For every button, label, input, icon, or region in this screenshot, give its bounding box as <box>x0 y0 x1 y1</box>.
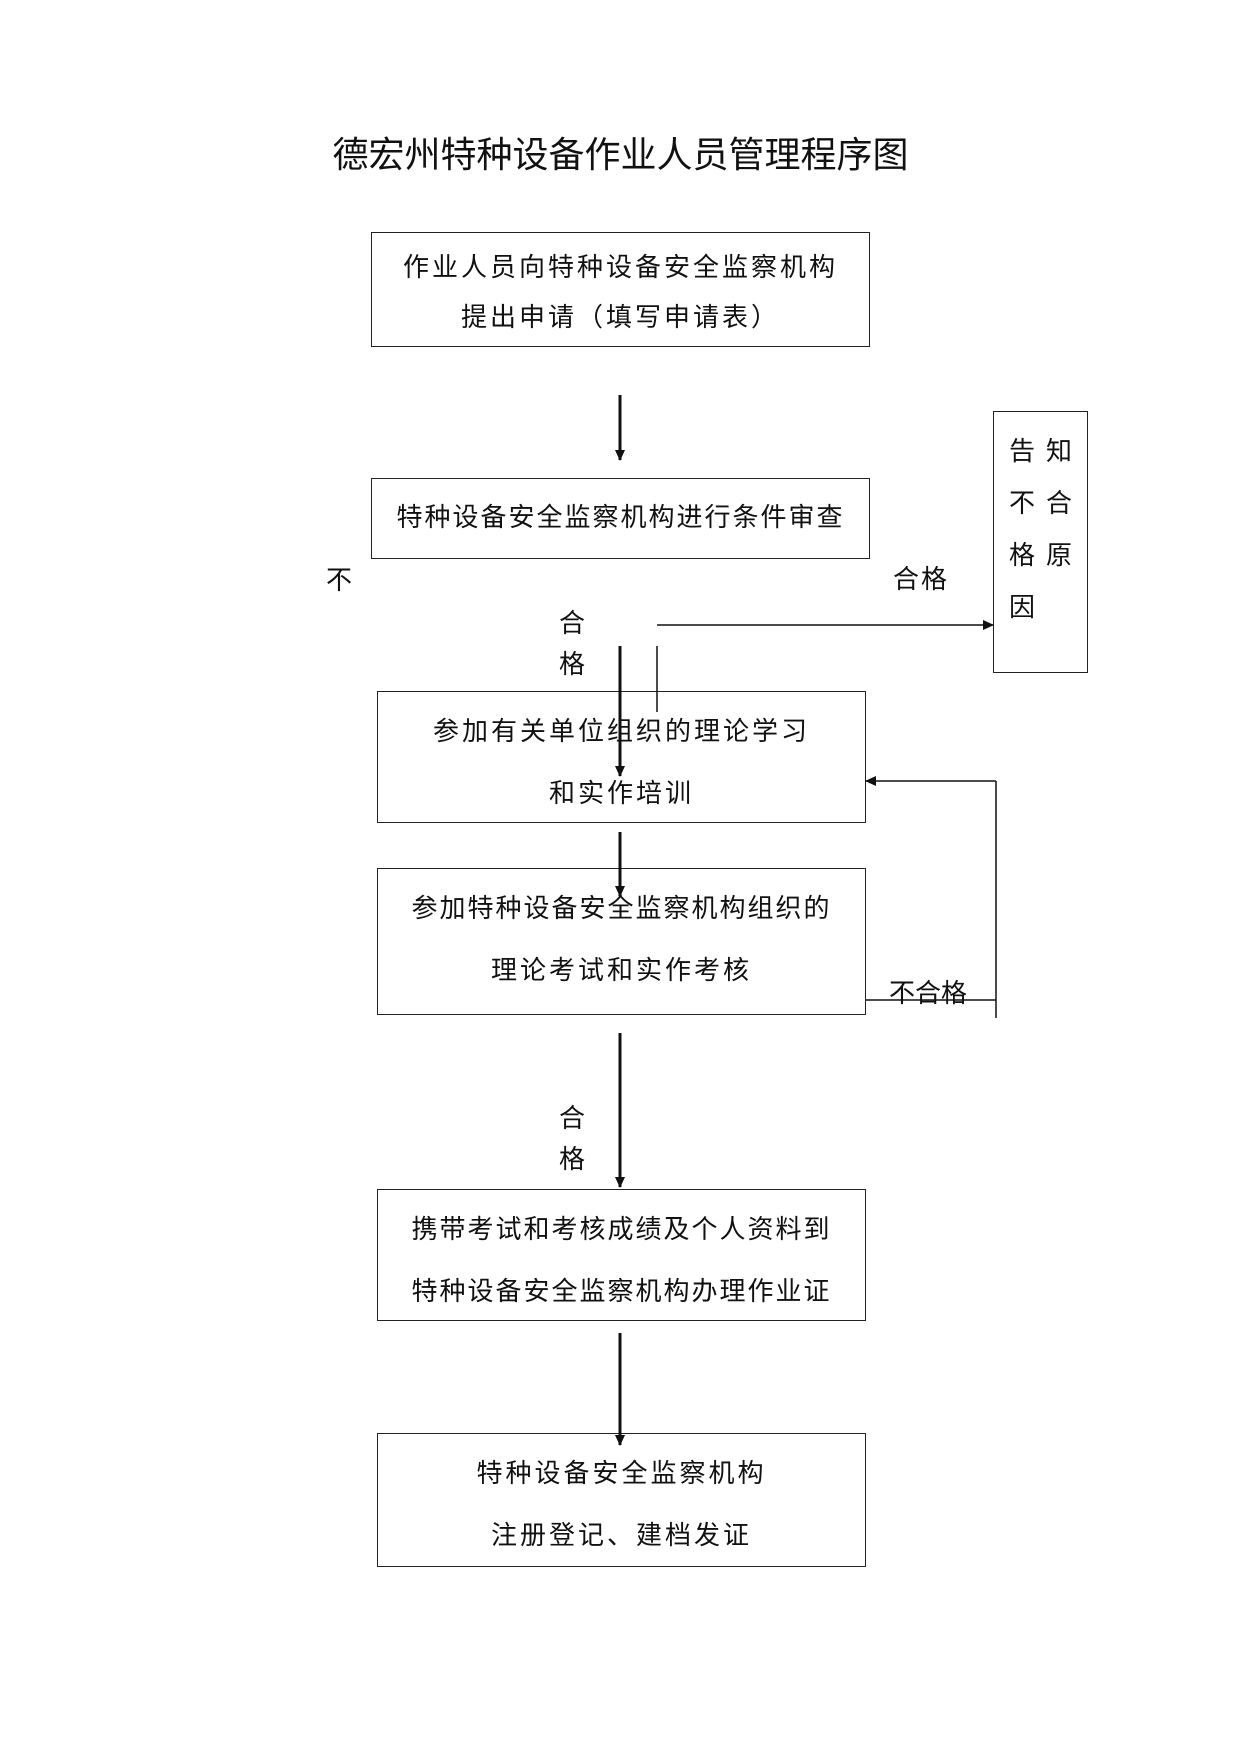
step-review-box: 特种设备安全监察机构进行条件审查 <box>371 478 870 559</box>
step-register-line2: 注册登记、建档发证 <box>490 1521 752 1551</box>
step-apply-line2: 提出申请（填写申请表） <box>460 303 780 333</box>
step-review-line1: 特种设备安全监察机构进行条件审查 <box>396 503 845 533</box>
notify-col2-char2: 合 <box>1045 489 1072 519</box>
label-qualified-2-bottom: 格 <box>559 1145 586 1175</box>
label-qualified-right: 合格 <box>893 565 950 595</box>
notify-col1-char2: 不 <box>1008 489 1035 519</box>
step-register-line1: 特种设备安全监察机构 <box>476 1459 767 1489</box>
step-certificate-line1: 携带考试和考核成绩及个人资料到 <box>411 1215 832 1245</box>
step-exam-line1: 参加特种设备安全监察机构组织的 <box>411 894 832 924</box>
step-apply-box: 作业人员向特种设备安全监察机构 提出申请（填写申请表） <box>371 232 870 347</box>
page-title: 德宏州特种设备作业人员管理程序图 <box>332 135 909 176</box>
label-qualified-2-top: 合 <box>559 1104 586 1134</box>
step-apply-line1: 作业人员向特种设备安全监察机构 <box>402 253 838 283</box>
notify-col2-char3: 原 <box>1045 541 1072 571</box>
notify-col1-char1: 告 <box>1008 437 1035 467</box>
step-training-line2: 和实作培训 <box>548 779 694 809</box>
step-register-box: 特种设备安全监察机构 注册登记、建档发证 <box>377 1433 866 1567</box>
notify-col2-char1: 知 <box>1045 437 1072 467</box>
label-not-left: 不 <box>326 566 353 596</box>
notify-col1-char4: 因 <box>1008 593 1035 623</box>
label-unqualified-exam: 不合格 <box>889 979 968 1009</box>
label-qualified-1-top: 合 <box>559 609 586 639</box>
notify-col1-char3: 格 <box>1008 541 1035 571</box>
step-certificate-box: 携带考试和考核成绩及个人资料到 特种设备安全监察机构办理作业证 <box>377 1189 866 1321</box>
label-qualified-1-bottom: 格 <box>559 650 586 680</box>
step-exam-line2: 理论考试和实作考核 <box>490 956 752 986</box>
step-certificate-line2: 特种设备安全监察机构办理作业证 <box>411 1277 832 1307</box>
notify-reason-box: 告 不 格 因 知 合 原 <box>993 411 1088 673</box>
